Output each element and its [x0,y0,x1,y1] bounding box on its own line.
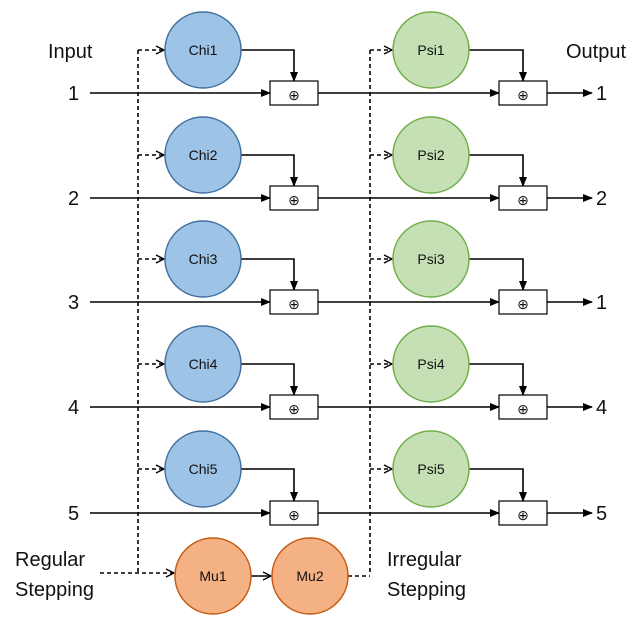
psi-xor-symbol-5: ⊕ [517,507,529,523]
input-number-2: 2 [68,188,79,210]
chi-xor-box-2 [269,185,319,211]
chi-wheel-2 [164,116,242,194]
chi-wheel-1 [164,11,242,89]
psi-xor-box-1 [498,80,548,106]
psi-wheel-label-1: Psi1 [417,42,444,58]
chi-xor-box-5 [269,500,319,526]
input-number-1: 1 [68,83,79,105]
psi-wheel-4 [392,325,470,403]
chi-xor-symbol-5: ⊕ [288,507,300,523]
psi-xor-symbol-3: ⊕ [517,296,529,312]
chi-xor-box-1 [269,80,319,106]
psi-wheel-3 [392,220,470,298]
psi-wheel-label-5: Psi5 [417,461,444,477]
psi-xor-symbol-2: ⊕ [517,192,529,208]
psi-wheel-1 [392,11,470,89]
chi-xor-symbol-4: ⊕ [288,401,300,417]
chi-to-xor-5 [241,468,298,502]
mu-wheel-label-2: Mu2 [296,568,323,584]
irregular-stepping-label-line2: Stepping [387,579,466,601]
psi-to-xor-5 [469,468,527,502]
input-number-5: 5 [68,503,79,525]
chi-wheel-label-4: Chi4 [189,356,218,372]
chi-wheel-5 [164,430,242,508]
chi-to-xor-3 [241,258,298,291]
output-number-1: 1 [596,83,607,105]
psi-wheel-label-4: Psi4 [417,356,444,372]
output-number-3: 1 [596,292,607,314]
chi-to-xor-1 [241,49,298,82]
input-number-3: 3 [68,292,79,314]
psi-to-xor-4 [469,363,527,396]
mu-wheel-label-1: Mu1 [199,568,226,584]
chi-xor-box-4 [269,394,319,420]
psi-xor-symbol-1: ⊕ [517,87,529,103]
output-number-2: 2 [596,188,607,210]
chi-wheel-4 [164,325,242,403]
chi-to-xor-4 [241,363,298,396]
chi-xor-symbol-1: ⊕ [288,87,300,103]
input-label: Input [48,41,93,63]
psi-xor-symbol-4: ⊕ [517,401,529,417]
mu-wheel-1 [174,537,252,615]
chi-wheel-label-3: Chi3 [189,251,218,267]
psi-wheel-label-3: Psi3 [417,251,444,267]
output-number-4: 4 [596,397,607,419]
psi-xor-box-3 [498,289,548,315]
mu-wheel-2 [271,537,349,615]
psi-wheel-2 [392,116,470,194]
psi-xor-box-2 [498,185,548,211]
psi-xor-box-4 [498,394,548,420]
input-number-4: 4 [68,397,79,419]
chi-xor-symbol-2: ⊕ [288,192,300,208]
psi-to-xor-2 [469,154,527,187]
chi-wheel-label-1: Chi1 [189,42,218,58]
psi-xor-box-5 [498,500,548,526]
chi-wheel-3 [164,220,242,298]
chi-to-xor-2 [241,154,298,187]
regular-stepping-label-line2: Stepping [15,579,94,601]
irregular-stepping-label-line1: Irregular [387,549,462,571]
psi-to-xor-3 [469,258,527,291]
chi-xor-symbol-3: ⊕ [288,296,300,312]
psi-wheel-label-2: Psi2 [417,147,444,163]
regular-stepping-label-line1: Regular [15,549,85,571]
chi-xor-box-3 [269,289,319,315]
psi-wheel-5 [392,430,470,508]
psi-to-xor-1 [469,49,527,82]
output-number-5: 5 [596,503,607,525]
chi-wheel-label-5: Chi5 [189,461,218,477]
output-label: Output [566,41,626,63]
chi-wheel-label-2: Chi2 [189,147,218,163]
connection-lines [90,49,593,576]
